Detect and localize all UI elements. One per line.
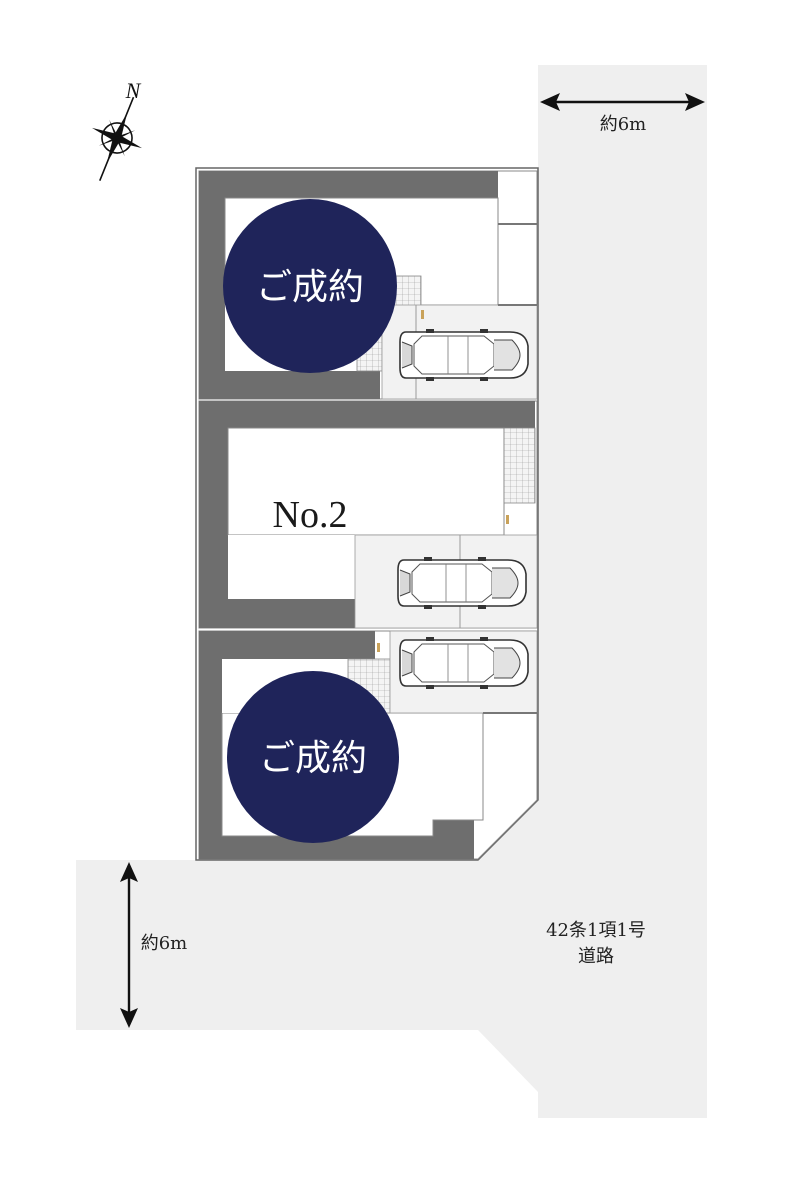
lot-1-post [421, 310, 424, 319]
lot-2-name: No.2 [273, 494, 348, 536]
lot-2-wall [199, 401, 535, 628]
road-top-width-label: 約6m [600, 114, 647, 135]
lot-2-building [227, 427, 505, 536]
lot-3-sold-badge: ご成約 [227, 671, 399, 843]
compass-north-label: N [125, 78, 142, 103]
road-left-width-label: 約6m [141, 933, 188, 954]
lot-2-building [228, 535, 355, 599]
road-info-line1: 42条1項1号 [546, 920, 646, 941]
road-info-line2: 道路 [578, 946, 614, 967]
lot-3-post [377, 643, 380, 652]
lot-3-status: ご成約 [259, 738, 367, 779]
lot-2-car [397, 556, 527, 610]
road-top-dimension: 約6m [540, 93, 705, 135]
road-left-dimension: 約6m [120, 862, 187, 1028]
lot-1-status: ご成約 [256, 267, 364, 308]
lot-2: No.2 [198, 400, 538, 629]
lot-2-tiled-area [503, 427, 536, 504]
lot-3-car [399, 636, 529, 690]
road [76, 65, 707, 1118]
north-compass-icon [91, 96, 143, 181]
lot-1-car [399, 328, 529, 382]
lot-1-wall [199, 171, 498, 399]
lot-2-post [506, 515, 509, 524]
lot-1-sold-badge: ご成約 [223, 199, 397, 373]
